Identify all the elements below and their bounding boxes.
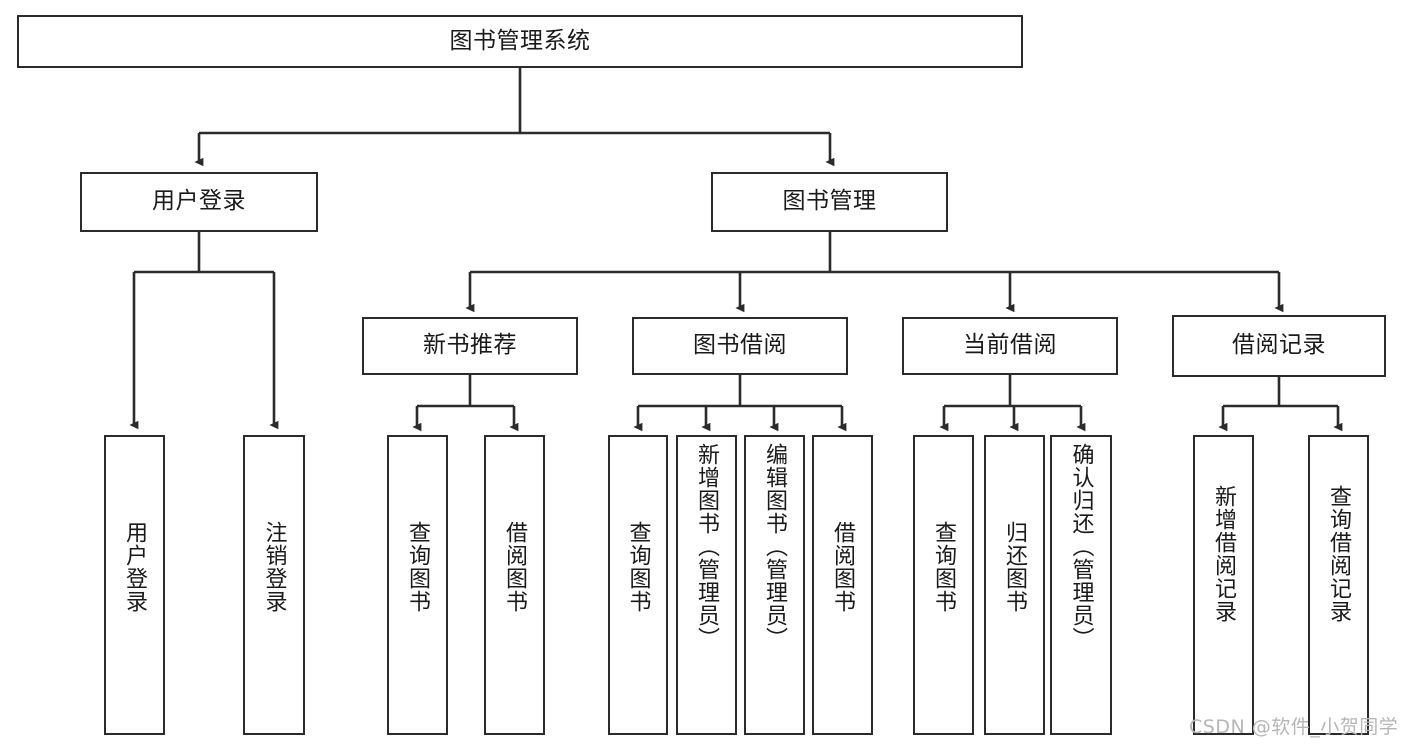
csdn-watermark: CSDN @软件_小贺同学	[1189, 716, 1399, 738]
node-label: 归还图书	[1002, 521, 1028, 613]
leaf-query-borrow-record[interactable]: 查询借阅记录	[1308, 435, 1369, 735]
node-book-borrow[interactable]: 图书借阅	[632, 317, 848, 375]
leaf-logout[interactable]: 注销登录	[243, 435, 305, 735]
node-label: 确认归还（管理员）	[1068, 443, 1094, 650]
node-label: 新增借阅记录	[1211, 485, 1237, 623]
leaf-query-book-current[interactable]: 查询图书	[913, 435, 974, 735]
node-label: 借阅图书	[502, 521, 528, 613]
node-label: 新增图书（管理员）	[694, 443, 720, 650]
node-borrow-record[interactable]: 借阅记录	[1172, 315, 1386, 377]
node-label: 查询图书	[931, 521, 957, 613]
node-label: 图书管理系统	[449, 27, 591, 54]
leaf-return-book[interactable]: 归还图书	[984, 435, 1045, 735]
node-label: 当前借阅	[963, 332, 1057, 359]
node-label: 借阅图书	[830, 521, 856, 613]
node-label: 图书管理	[782, 188, 877, 215]
leaf-edit-book-admin[interactable]: 编辑图书（管理员）	[744, 435, 805, 735]
node-root-system[interactable]: 图书管理系统	[17, 15, 1023, 68]
leaf-query-book-recommend[interactable]: 查询图书	[387, 435, 448, 735]
node-label: 编辑图书（管理员）	[762, 443, 788, 650]
leaf-add-book-admin[interactable]: 新增图书（管理员）	[676, 435, 737, 735]
node-label: 查询借阅记录	[1326, 485, 1352, 623]
node-label: 查询图书	[405, 521, 431, 613]
leaf-user-login[interactable]: 用户登录	[104, 435, 165, 735]
node-label: 新书推荐	[423, 332, 517, 359]
node-label: 图书借阅	[693, 332, 787, 359]
node-user-login[interactable]: 用户登录	[80, 172, 318, 232]
leaf-add-borrow-record[interactable]: 新增借阅记录	[1193, 435, 1254, 735]
node-current-borrow[interactable]: 当前借阅	[902, 317, 1118, 375]
leaf-borrow-book[interactable]: 借阅图书	[812, 435, 873, 735]
node-label: 用户登录	[152, 188, 246, 215]
node-label: 注销登录	[261, 521, 287, 613]
node-new-book-recommend[interactable]: 新书推荐	[362, 317, 578, 375]
node-label: 用户登录	[122, 521, 148, 613]
node-book-management[interactable]: 图书管理	[711, 172, 948, 232]
leaf-confirm-return-admin[interactable]: 确认归还（管理员）	[1050, 435, 1112, 735]
leaf-borrow-book-recommend[interactable]: 借阅图书	[484, 435, 545, 735]
node-label: 查询图书	[625, 521, 651, 613]
leaf-query-book-borrow[interactable]: 查询图书	[608, 435, 668, 735]
node-label: 借阅记录	[1232, 332, 1326, 359]
